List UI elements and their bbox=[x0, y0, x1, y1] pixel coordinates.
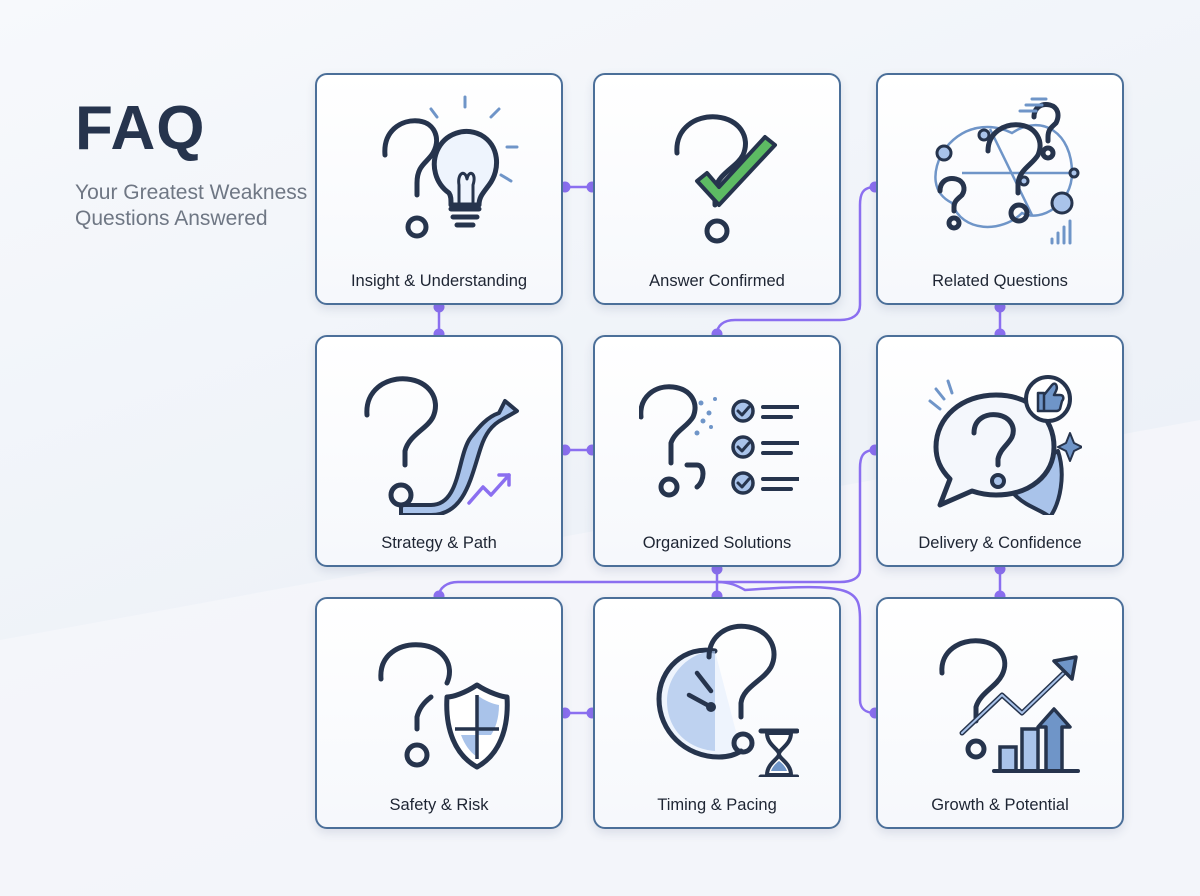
card-label: Delivery & Confidence bbox=[918, 534, 1082, 552]
question-checkmark-icon bbox=[674, 114, 777, 244]
network-questions-icon bbox=[934, 97, 1080, 245]
faq-card-safety-risk[interactable]: Safety & Risk bbox=[315, 597, 563, 829]
card-label: Timing & Pacing bbox=[657, 796, 777, 814]
faq-card-answer-confirmed[interactable]: Answer Confirmed bbox=[593, 73, 841, 305]
faq-card-strategy-path[interactable]: Strategy & Path bbox=[315, 335, 563, 567]
page-subtitle: Your Greatest Weakness Questions Answere… bbox=[75, 181, 308, 230]
card-label: Strategy & Path bbox=[381, 534, 497, 552]
card-label: Answer Confirmed bbox=[649, 272, 785, 290]
card-label: Related Questions bbox=[932, 272, 1068, 290]
lightbulb-question-icon bbox=[382, 95, 519, 239]
faq-card-growth-potential[interactable]: Growth & Potential bbox=[876, 597, 1124, 829]
faq-card-delivery-confidence[interactable]: Delivery & Confidence bbox=[876, 335, 1124, 567]
faq-card-timing-pacing[interactable]: Timing & Pacing bbox=[593, 597, 841, 829]
question-growth-chart-icon bbox=[939, 638, 1080, 773]
card-label: Organized Solutions bbox=[642, 534, 792, 552]
page-title: FAQ bbox=[75, 94, 206, 163]
question-checklist-icon bbox=[639, 384, 799, 498]
heading-block: FAQ Your Greatest Weakness Questions Ans… bbox=[75, 98, 315, 232]
card-label: Insight & Understanding bbox=[350, 272, 528, 290]
question-arrow-path-icon bbox=[364, 376, 519, 515]
faq-card-related-questions[interactable]: Related Questions bbox=[876, 73, 1124, 305]
faq-card-insight[interactable]: Insight & Understanding bbox=[315, 73, 563, 305]
clock-hourglass-icon bbox=[656, 623, 799, 777]
speech-bubble-thumbs-up-icon bbox=[928, 375, 1082, 515]
card-label: Growth & Potential bbox=[931, 796, 1069, 814]
faq-card-organized-solutions[interactable]: Organized Solutions bbox=[593, 335, 841, 567]
question-shield-icon bbox=[378, 642, 510, 770]
card-label: Safety & Risk bbox=[389, 796, 489, 814]
